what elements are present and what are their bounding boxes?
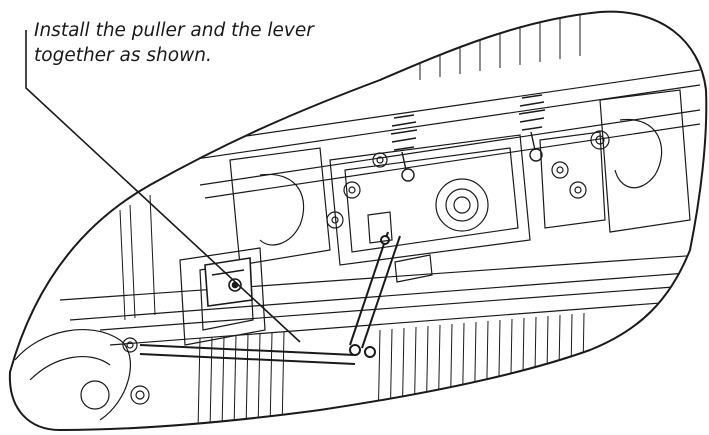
caption-line-1: Install the puller and the lever	[34, 20, 314, 41]
puller	[204, 257, 253, 307]
wheel-housing	[14, 329, 131, 421]
center-plate	[329, 134, 531, 266]
right-bracket	[539, 89, 691, 233]
left-panel	[119, 194, 156, 321]
lever	[139, 231, 401, 365]
spring-right	[518, 94, 546, 162]
bolts	[122, 130, 610, 405]
leader-line	[25, 30, 301, 343]
spring-left	[390, 114, 418, 182]
lever-bracket	[367, 211, 433, 283]
instruction-caption: Install the puller and the lever togethe…	[34, 18, 334, 68]
lower-frame-rail	[59, 254, 701, 346]
caption-line-2: together as shown.	[34, 45, 212, 66]
